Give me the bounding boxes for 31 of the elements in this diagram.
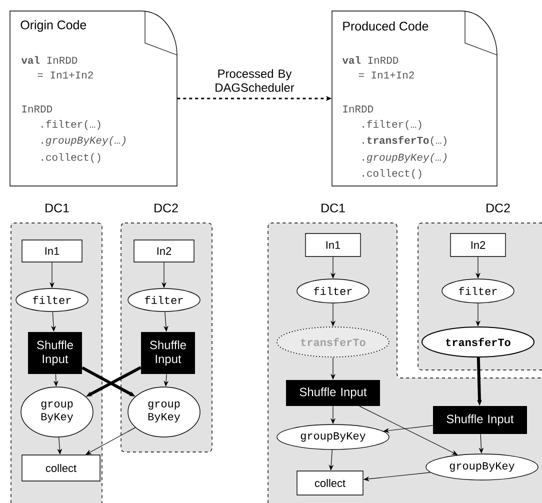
region-label: DC1 — [46, 204, 69, 212]
code-line: .groupByKey(…) — [42, 136, 126, 146]
code-line: .filter(…) — [42, 120, 100, 130]
operator-box: collect — [296, 470, 364, 496]
code-line: = In1+In2 — [38, 72, 93, 78]
region-label: DC2 — [154, 204, 178, 212]
arrow — [86, 427, 136, 455]
operator-box: In2 — [450, 233, 506, 257]
region-label: DC2 — [486, 204, 510, 212]
code-line: .collect() — [362, 169, 422, 179]
shuffle-box: Shuffle Input — [28, 332, 82, 374]
edge-label: Processed By DAGScheduler — [216, 69, 294, 92]
shuffle-box: Shuffle Input — [433, 406, 527, 434]
code-line: val InRDD — [21, 56, 78, 64]
code-line: InRDD — [343, 106, 374, 112]
document-title: Origin Code — [20, 20, 86, 32]
code-line: .transferTo(…) — [362, 136, 446, 146]
operator-box: In2 — [134, 240, 194, 262]
code-line: .filter(…) — [362, 120, 422, 130]
code-line: InRDD — [22, 106, 52, 112]
shuffle-box: Shuffle Input — [286, 380, 380, 406]
operator-box: collect — [22, 454, 100, 482]
operator-box: In1 — [305, 233, 361, 257]
code-line: val InRDD — [342, 56, 398, 64]
operator-box: In1 — [22, 240, 82, 262]
code-line: = In1+In2 — [358, 72, 414, 78]
code-line: .collect() — [42, 153, 100, 163]
region-label: DC1 — [322, 204, 345, 212]
document-title: Produced Code — [343, 21, 428, 31]
code-line: .groupByKey(…) — [362, 153, 446, 163]
shuffle-box: Shuffle Input — [141, 332, 195, 374]
